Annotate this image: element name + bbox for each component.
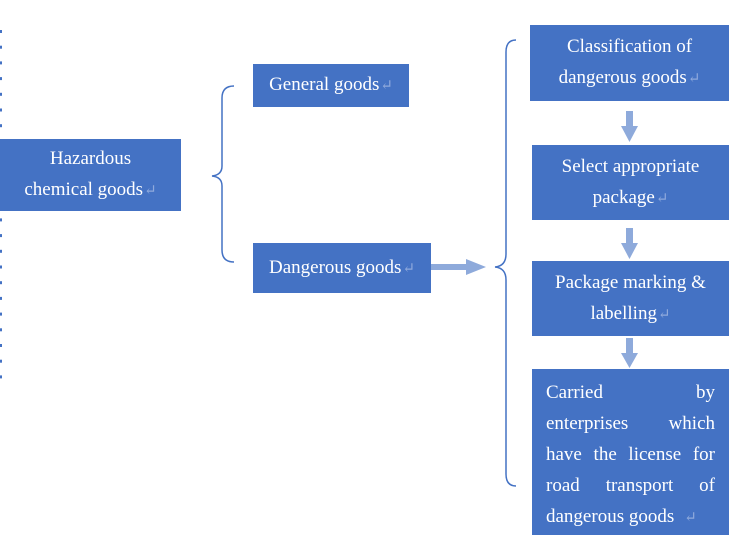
step-4-line-3: have the license for [546,444,715,465]
margin-dot [0,30,2,33]
step-4-line-2: enterprises which [546,413,715,434]
margin-dot [0,344,2,347]
margin-dot [0,281,2,285]
margin-dot [0,359,2,363]
arrow-dangerous-to-process [431,259,486,275]
margin-dot [0,312,2,316]
step-carried-by-enterprises: Carried by enterprises which have the li… [532,369,729,535]
step-classification: Classification of dangerous goods↵ [530,25,729,101]
step-3-line-1: Package marking & [555,271,706,293]
step-4-line-4: road transport of [546,475,715,496]
margin-dot [0,61,2,65]
margin-dot [0,328,2,332]
margin-dot [0,124,2,128]
node-dangerous-goods: Dangerous goods↵ [253,243,431,293]
paragraph-mark-icon: ↵ [687,71,701,87]
margin-dot [0,375,2,379]
step-2-line-2: package [592,186,655,208]
down-arrow-3 [621,338,638,368]
margin-dot [0,77,2,81]
down-arrow-1 [621,111,638,142]
node-hazardous-chemical-goods: Hazardous chemical goods↵ [0,139,181,211]
step-select-package: Select appropriate package↵ [532,145,729,220]
paragraph-mark-icon: ↵ [655,190,669,207]
paragraph-mark-icon: ↵ [144,183,157,199]
down-arrow-2 [621,228,638,259]
node-general-goods: General goods↵ [253,64,409,107]
paragraph-mark-icon: ↵ [657,306,671,323]
margin-dot [0,218,2,222]
paragraph-mark-icon: ↵ [402,260,416,277]
step-4-line-5: dangerous goods [546,506,675,527]
right-brace [494,39,517,487]
step-1-line-1: Classification of [566,36,693,57]
general-goods-label: General goods [269,74,380,95]
margin-dot [0,265,2,269]
step-2-line-1: Select appropriate [561,155,700,177]
paragraph-mark-icon: ↵ [684,510,697,526]
margin-dot [0,249,2,253]
step-4-line-1: Carried by [546,382,715,403]
paragraph-mark-icon: ↵ [380,78,393,94]
margin-dot [0,234,2,238]
margin-dot [0,45,2,49]
margin-dot [0,108,2,112]
step-3-line-2: labelling [590,302,657,324]
root-line-1: Hazardous [49,148,132,169]
dangerous-goods-label: Dangerous goods [268,256,402,278]
margin-dot [0,296,2,300]
margin-dot [0,92,2,96]
step-package-marking: Package marking & labelling↵ [532,261,729,336]
step-1-line-2: dangerous goods [558,67,687,88]
left-brace [211,85,235,263]
root-line-2: chemical goods [24,179,144,200]
